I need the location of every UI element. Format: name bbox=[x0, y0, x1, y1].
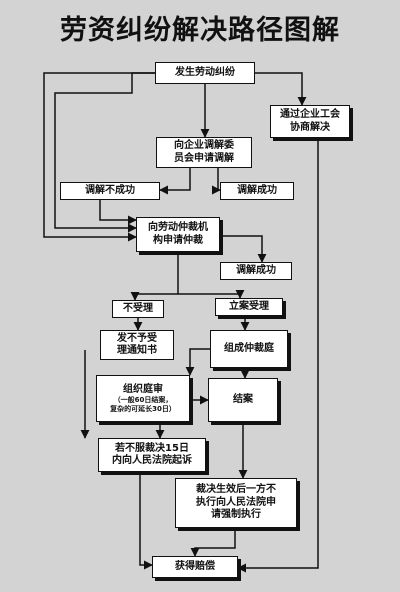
compensation-box: 获得赔偿 bbox=[152, 556, 238, 578]
arbitration-mediation-success-box: 调解成功 bbox=[220, 262, 292, 280]
arrow-mediation-fail bbox=[159, 168, 191, 195]
hearing-box: 组织庭审 （一般60日结案， 复杂的可延长30日） bbox=[96, 375, 190, 422]
arrow-lawsuit-compensation bbox=[139, 472, 153, 570]
union-box: 通过企业工会 协商解决 bbox=[270, 105, 350, 138]
mediation-success-box: 调解成功 bbox=[220, 182, 294, 200]
arrow-start-union bbox=[255, 72, 307, 106]
page-title: 劳资纠纷解决路径图解 bbox=[60, 15, 340, 46]
start-box: 发生劳动纠纷 bbox=[155, 62, 255, 84]
arrow-start-arbitration-left bbox=[43, 72, 155, 242]
arrow-fail-arbitration bbox=[99, 200, 137, 225]
mediation-committee-box: 向企业调解委 员会申请调解 bbox=[156, 137, 252, 168]
arbitration-apply-box: 向劳动仲裁机 构申请仲裁 bbox=[136, 217, 220, 252]
hearing-label: 组织庭审 bbox=[123, 383, 163, 395]
accepted-box: 立案受理 bbox=[215, 298, 283, 316]
arrow-mediation-success bbox=[211, 168, 221, 195]
hearing-note: （一般60日结案， 复杂的可延长30日） bbox=[110, 396, 176, 413]
enforcement-box: 裁决生效后一方不 执行向人民法院申 请强制执行 bbox=[175, 478, 297, 528]
mediation-fail-box: 调解不成功 bbox=[60, 182, 160, 200]
arrow-start-arbitration-second bbox=[54, 72, 155, 233]
lawsuit-box: 若不服裁决15日 内向人民法院起诉 bbox=[98, 438, 206, 472]
notice-box: 发不予受 理通知书 bbox=[100, 330, 174, 360]
arrow-enforcement-compensation bbox=[190, 528, 236, 557]
closed-box: 结案 bbox=[208, 378, 278, 422]
arrow-union-compensation bbox=[237, 138, 319, 573]
tribunal-box: 组成仲裁庭 bbox=[210, 330, 288, 368]
not-accepted-box: 不受理 bbox=[112, 300, 164, 318]
arrow-arbitration-success bbox=[220, 235, 267, 263]
arrow-tribunal-hearing bbox=[185, 348, 210, 376]
